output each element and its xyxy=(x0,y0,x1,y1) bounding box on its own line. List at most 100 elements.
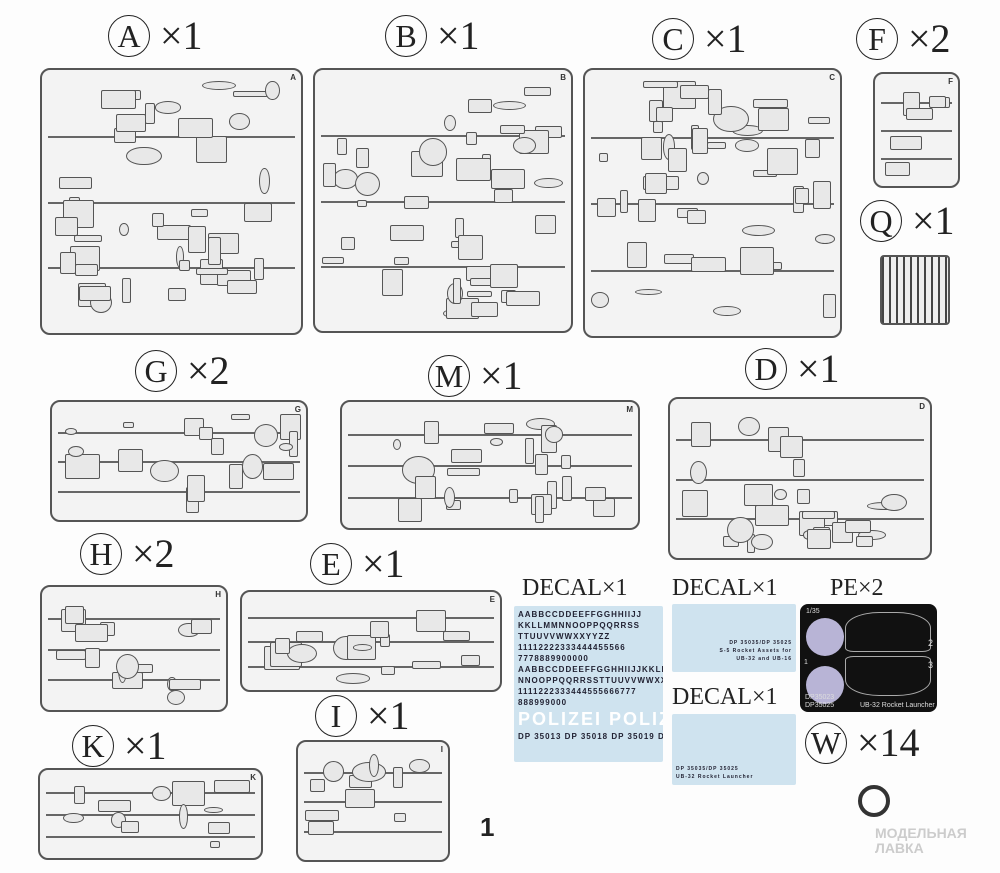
sprue-a: A xyxy=(40,68,303,335)
runner xyxy=(58,461,300,463)
part xyxy=(207,821,231,834)
part xyxy=(512,136,537,154)
part xyxy=(356,147,369,169)
part xyxy=(484,422,514,435)
part xyxy=(690,460,707,484)
sprue-g: G xyxy=(50,400,308,522)
part xyxy=(253,424,279,447)
part xyxy=(591,291,609,308)
part xyxy=(208,237,221,265)
part xyxy=(443,114,457,132)
part xyxy=(321,257,344,265)
part xyxy=(758,108,790,132)
part xyxy=(443,631,470,641)
runner xyxy=(58,431,300,434)
decal-line: DP 35013 DP 35018 DP 35019 DP 35020 DP 3… xyxy=(518,732,663,741)
part xyxy=(278,442,293,451)
label-sprue-b: B×1 xyxy=(385,15,480,57)
photo-etch-sheet: 1/35 1 2 3 DP35023 DP35025 UB-32 Rocket … xyxy=(800,604,937,712)
part xyxy=(505,290,540,307)
part xyxy=(845,520,872,533)
part xyxy=(645,172,667,195)
part xyxy=(389,225,425,241)
part xyxy=(412,661,442,669)
sprue-k: K xyxy=(38,768,263,860)
part xyxy=(652,120,664,133)
part xyxy=(415,476,436,499)
part xyxy=(209,841,221,849)
part xyxy=(535,495,544,523)
part xyxy=(210,437,225,456)
part xyxy=(380,665,395,675)
runner xyxy=(321,200,565,203)
part xyxy=(461,655,480,667)
decal-line: KKLLMMNNOOPPQQRRSS xyxy=(518,621,640,630)
pe-label: PE×2 xyxy=(830,575,884,601)
part xyxy=(178,117,214,139)
part xyxy=(368,753,380,778)
decal-line: POLIZEI POLIZEI xyxy=(518,709,663,729)
part xyxy=(727,516,754,544)
label-sprue-i: I×1 xyxy=(315,695,410,737)
part xyxy=(493,100,526,110)
decal-line: 11112222333444455566 xyxy=(518,643,626,652)
part xyxy=(404,196,429,209)
part xyxy=(734,138,760,152)
part xyxy=(795,187,809,205)
part xyxy=(304,809,339,821)
part xyxy=(68,446,84,458)
part xyxy=(643,81,679,88)
runner xyxy=(48,648,220,651)
part xyxy=(229,113,251,131)
part xyxy=(381,269,404,297)
sprue-f: F xyxy=(873,72,960,188)
part xyxy=(637,199,657,222)
runner xyxy=(348,433,632,436)
part xyxy=(409,759,430,773)
part xyxy=(370,621,390,638)
part xyxy=(801,510,835,520)
part xyxy=(213,780,250,793)
decal-label-3: DECAL×1 xyxy=(672,684,778,710)
part xyxy=(447,467,481,477)
part xyxy=(78,286,112,301)
part xyxy=(458,235,484,260)
part xyxy=(352,644,373,652)
part xyxy=(856,535,873,548)
part xyxy=(626,241,647,269)
part xyxy=(489,264,519,289)
part xyxy=(544,425,564,443)
runner xyxy=(46,814,255,816)
part xyxy=(713,306,741,317)
part xyxy=(456,157,491,181)
decal-line: TTUUVVWWXXYYZZ xyxy=(518,632,611,641)
part xyxy=(64,605,85,625)
label-sprue-e: E×1 xyxy=(310,543,405,585)
part xyxy=(663,253,694,264)
part xyxy=(766,147,798,175)
part xyxy=(394,813,406,822)
decal-line: 888999000 xyxy=(518,698,568,707)
decal-line: S-5 Rocket Assets for xyxy=(719,648,792,654)
part xyxy=(74,264,98,276)
part xyxy=(55,650,87,660)
part xyxy=(667,147,687,172)
runner xyxy=(248,665,494,668)
part xyxy=(750,533,773,551)
part xyxy=(743,484,773,506)
part xyxy=(119,222,129,236)
pe-disc xyxy=(806,618,844,656)
part xyxy=(60,252,77,275)
part xyxy=(344,789,376,808)
part xyxy=(259,167,270,194)
part xyxy=(121,278,131,303)
part xyxy=(64,454,101,480)
part xyxy=(585,487,606,501)
label-sprue-c: C×1 xyxy=(652,18,747,60)
runner xyxy=(48,201,295,204)
label-sprue-k: K×1 xyxy=(72,725,167,767)
part xyxy=(198,427,214,440)
